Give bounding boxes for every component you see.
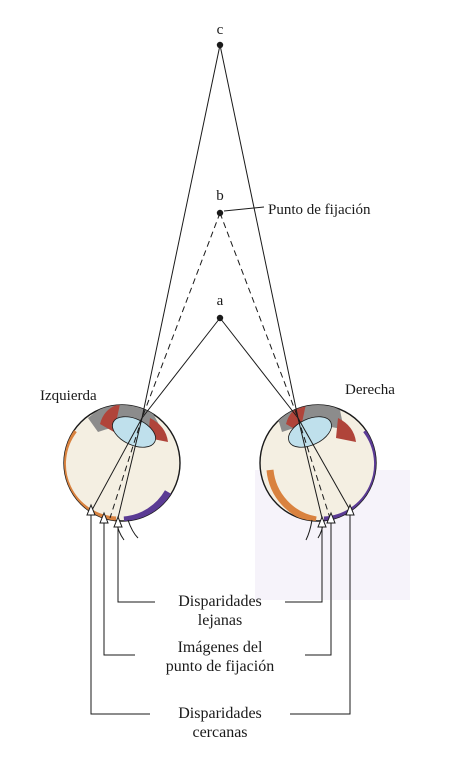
fixation-pointer-line <box>223 206 265 212</box>
left-eye-label: Izquierda <box>40 388 97 404</box>
right-retina-orange <box>266 469 317 521</box>
left-eye <box>63 404 181 541</box>
point-b-label: b <box>216 188 224 204</box>
leader-fixation-right <box>305 523 332 656</box>
point-b-dot <box>216 209 224 217</box>
point-c-label: c <box>217 22 224 38</box>
ray-a-right <box>219 317 299 419</box>
point-a-label: a <box>217 293 224 309</box>
ray-lines <box>91 44 351 519</box>
fixation-point-label: Punto de fijación <box>268 202 371 218</box>
callout-leaders <box>90 515 351 715</box>
point-c-dot <box>216 41 224 49</box>
ray-b-right <box>219 212 299 419</box>
far-disparities-line2: lejanas <box>198 612 242 629</box>
far-disparities-line1: Disparidades <box>178 593 262 610</box>
left-choroid-purple <box>123 490 172 521</box>
ray-a-left <box>141 317 221 419</box>
leader-fixation-left <box>103 523 135 656</box>
right-iris-lower <box>336 418 356 442</box>
near-disparities-line1: Disparidades <box>178 705 262 722</box>
fixation-images-line2: punto de fijación <box>166 658 274 675</box>
fixation-images-line1: Imágenes del <box>178 639 263 656</box>
near-disparities-line2: cercanas <box>192 724 247 741</box>
ray-c-left <box>141 44 221 419</box>
leader-far-right <box>285 527 323 603</box>
right-eye-label: Derecha <box>345 382 395 398</box>
leader-near-left <box>90 515 150 715</box>
leader-far-left <box>117 527 155 603</box>
ray-b-left <box>141 212 221 419</box>
ray-c-right <box>219 44 299 419</box>
right-optic-nerve <box>305 519 313 541</box>
point-a-dot <box>216 314 224 322</box>
leader-near-right <box>290 515 351 715</box>
